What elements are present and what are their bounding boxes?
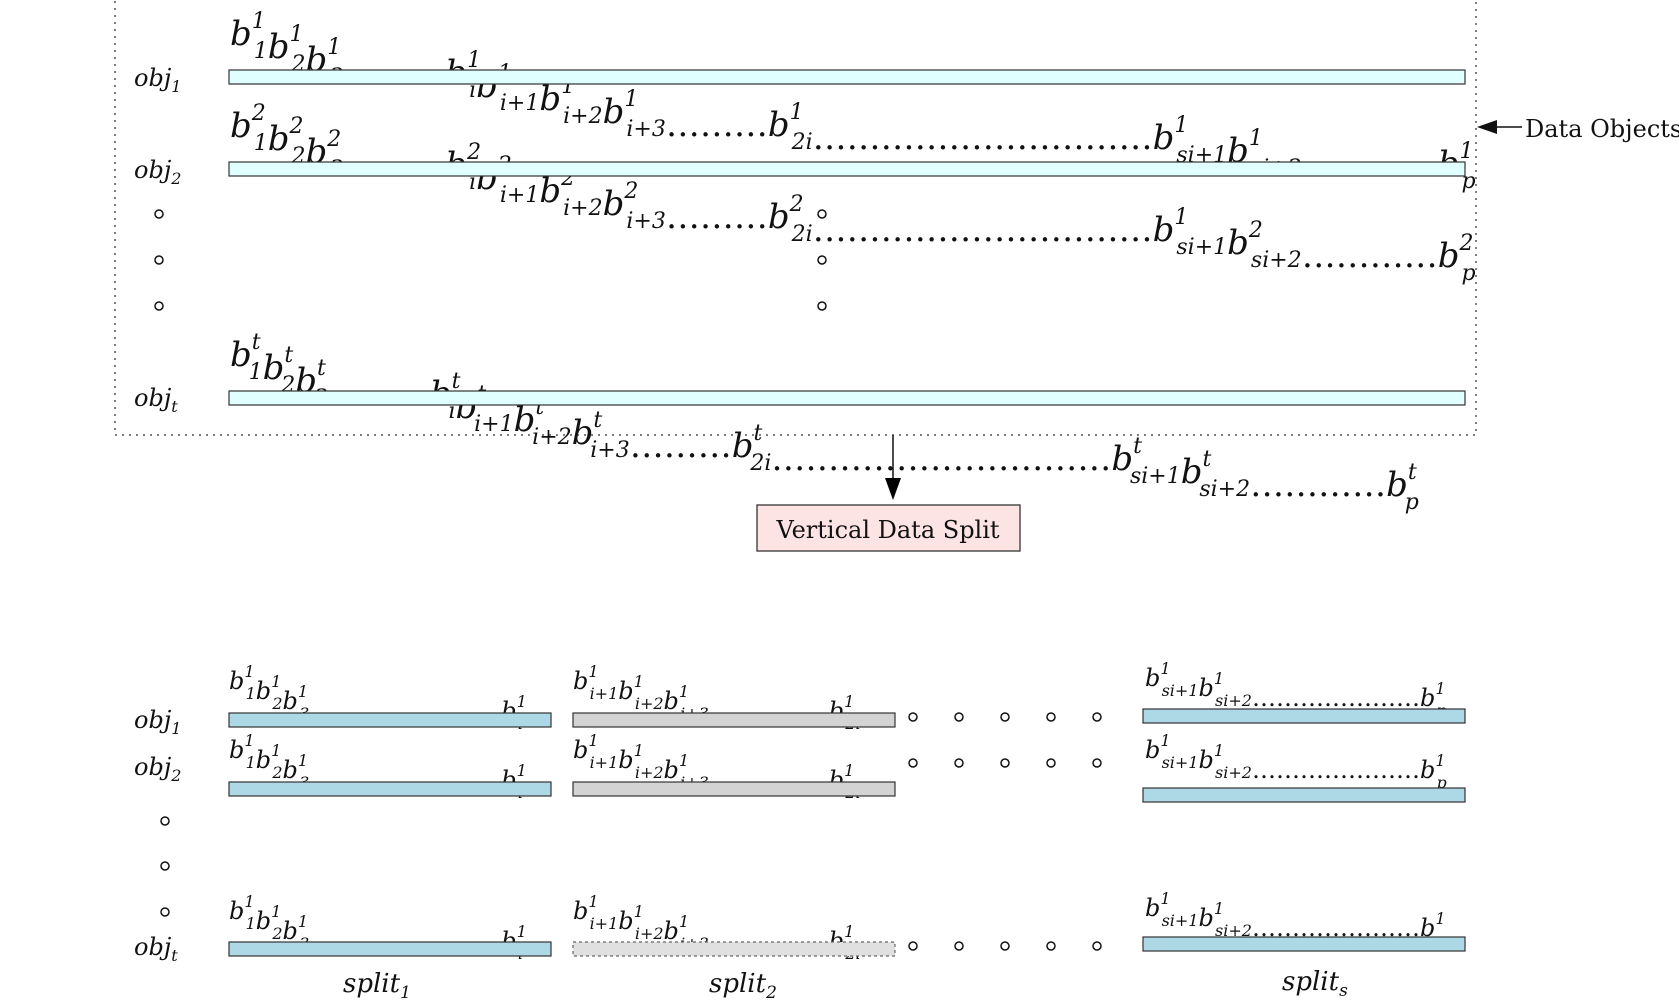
split1-label: split1 — [343, 969, 411, 1003]
split1-bar-rowt — [228, 941, 552, 957]
horizontal-ellipsis-rowt — [908, 941, 1102, 951]
split1-bar-row2 — [228, 781, 552, 797]
top-ellipsis-left — [154, 209, 164, 311]
split2-bar-rowt — [572, 941, 896, 957]
data-objects-callout-arrow — [1477, 120, 1522, 134]
bottom-label-obj1: obj1 — [134, 706, 181, 738]
top-sequence-objt: bt1bt2bt3………btibti+1bti+2bti+3………bt2i………… — [230, 330, 1419, 515]
splits-bar-rowt — [1142, 936, 1466, 952]
top-bar-obj2 — [228, 161, 1466, 177]
top-label-obj2: obj2 — [134, 156, 181, 188]
splits-label: splits — [1282, 967, 1348, 1001]
top-label-objt: objt — [134, 384, 178, 416]
data-objects-frame — [114, 0, 1477, 436]
bottom-label-obj2: obj2 — [134, 753, 181, 785]
bottom-label-objt: objt — [134, 933, 178, 965]
vertical-data-split-label: Vertical Data Split — [775, 516, 999, 544]
top-bar-objt — [228, 390, 1466, 406]
data-objects-callout: Data Objects — [1525, 115, 1679, 143]
top-ellipsis-center — [817, 209, 827, 311]
splits-bar-row2 — [1142, 787, 1466, 803]
vertical-data-split-box — [756, 504, 1021, 552]
bottom-ellipsis-left — [160, 816, 170, 917]
top-bar-obj1 — [228, 69, 1466, 85]
split2-bar-row2 — [572, 781, 896, 797]
top-label-obj1: obj1 — [134, 64, 181, 96]
splits-bar-row1 — [1142, 708, 1466, 724]
horizontal-ellipsis-row1 — [908, 712, 1102, 722]
split-arrow — [885, 435, 901, 500]
top-sequence-obj2: b21b22b23………b2ib2i+1b2i+2b2i+3………b22i………… — [230, 101, 1476, 286]
split2-label: split2 — [709, 969, 777, 1003]
split1-bar-row1 — [228, 712, 552, 728]
horizontal-ellipsis-row2 — [908, 758, 1102, 768]
split2-bar-row1 — [572, 712, 896, 728]
